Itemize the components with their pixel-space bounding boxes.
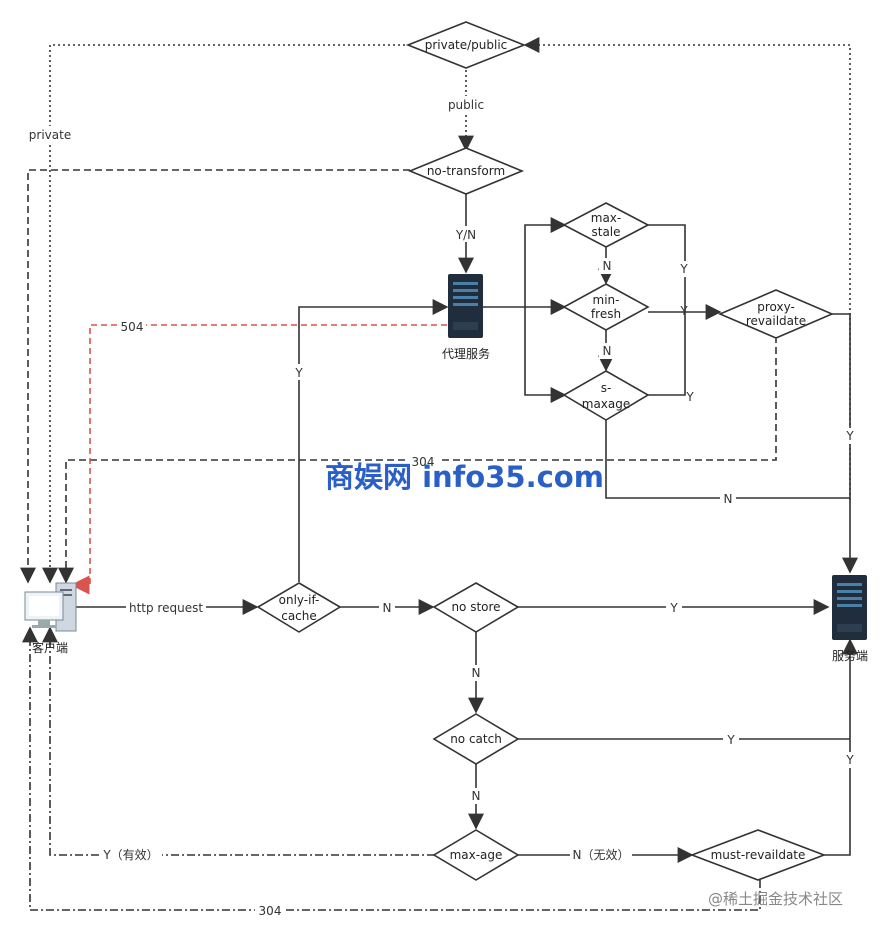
edge-private — [42, 44, 410, 584]
edge-no-transform-to-client — [20, 169, 410, 584]
label-s-maxage-1: s- — [601, 381, 612, 395]
edge-label-y-max-stale: Y — [679, 262, 688, 276]
watermark-credit: @稀土掘金技术社区 — [708, 890, 843, 908]
edge-label-n-no-catch: N — [472, 789, 481, 803]
node-no-catch — [432, 713, 520, 765]
node-no-transform — [407, 147, 525, 195]
label-proxy-revalidate-2: revaildate — [746, 314, 806, 328]
server-icon — [832, 575, 867, 640]
proxy-server-icon — [448, 274, 483, 338]
node-max-age — [432, 829, 520, 881]
label-no-transform: no-transform — [427, 164, 505, 178]
edge-label-y-min-fresh: Y — [679, 304, 688, 318]
label-only-if-cache-1: only-if- — [279, 593, 320, 607]
edge-label-304-mid: 304 — [412, 455, 435, 469]
edge-label-http-request: http request — [129, 601, 203, 615]
edge-label-304-bottom: 304 — [259, 904, 282, 918]
node-s-maxage — [562, 370, 650, 421]
node-max-stale — [562, 202, 650, 248]
node-must-revalidate — [689, 829, 827, 881]
edge-504 — [70, 324, 447, 595]
label-min-fresh-1: min- — [593, 293, 620, 307]
node-only-if-cache — [256, 582, 342, 633]
label-min-fresh-2: fresh — [591, 307, 621, 321]
edge-proxy-revalidate-to-server — [832, 313, 858, 574]
label-server: 服务端 — [832, 648, 868, 663]
edge-label-y-max-age: Y（有效） — [102, 847, 158, 862]
label-proxy-revalidate-1: proxy- — [757, 300, 795, 314]
label-max-age: max-age — [450, 848, 503, 862]
label-must-revalidate: must-revaildate — [711, 848, 806, 862]
edge-label-y-s-maxage: Y — [685, 390, 694, 404]
edge-to-s-maxage — [524, 307, 567, 403]
edge-label-n-only-if-cache: N — [383, 601, 392, 615]
edge-label-public: public — [448, 98, 484, 112]
edge-label-n-max-age: N（无效） — [573, 847, 630, 862]
edge-label-y-must-revalidate: Y — [845, 753, 854, 767]
label-client: 客户端 — [32, 640, 68, 655]
label-no-catch: no catch — [450, 732, 502, 746]
edge-label-y-proxy-revalidate: Y — [845, 429, 854, 443]
label-only-if-cache-2: cache — [281, 609, 317, 623]
node-min-fresh — [562, 283, 650, 331]
edge-max-age-valid — [42, 626, 435, 856]
label-private-public: private/public — [425, 38, 508, 52]
node-no-store — [432, 582, 520, 633]
node-private-public — [405, 21, 527, 69]
edge-label-private: private — [29, 128, 71, 142]
label-no-store: no store — [451, 600, 500, 614]
edge-label-yn: Y/N — [455, 228, 476, 242]
edge-label-n-s-maxage: N — [724, 492, 733, 506]
label-proxy-service: 代理服务 — [442, 346, 490, 361]
node-proxy-revalidate — [717, 289, 835, 339]
edge-label-y-only-if-cache: Y — [294, 366, 303, 380]
label-s-maxage-2: maxage — [582, 397, 631, 411]
edge-label-n-max-stale: N — [603, 259, 612, 273]
edge-only-if-cache-y — [298, 299, 449, 582]
edge-label-n-no-store: N — [472, 666, 481, 680]
edge-label-y-no-store: Y — [669, 601, 678, 615]
edge-label-n-min-fresh: N — [603, 344, 612, 358]
edge-label-504: 504 — [121, 320, 144, 334]
label-max-stale-1: max- — [591, 211, 621, 225]
edge-to-max-stale — [524, 217, 567, 307]
edge-label-y-no-catch: Y — [726, 733, 735, 747]
watermark-site: 商娱网 info35.com — [325, 460, 604, 494]
client-computer-icon — [24, 582, 77, 632]
edge-304-bottom — [22, 626, 761, 911]
label-max-stale-2: stale — [591, 225, 620, 239]
